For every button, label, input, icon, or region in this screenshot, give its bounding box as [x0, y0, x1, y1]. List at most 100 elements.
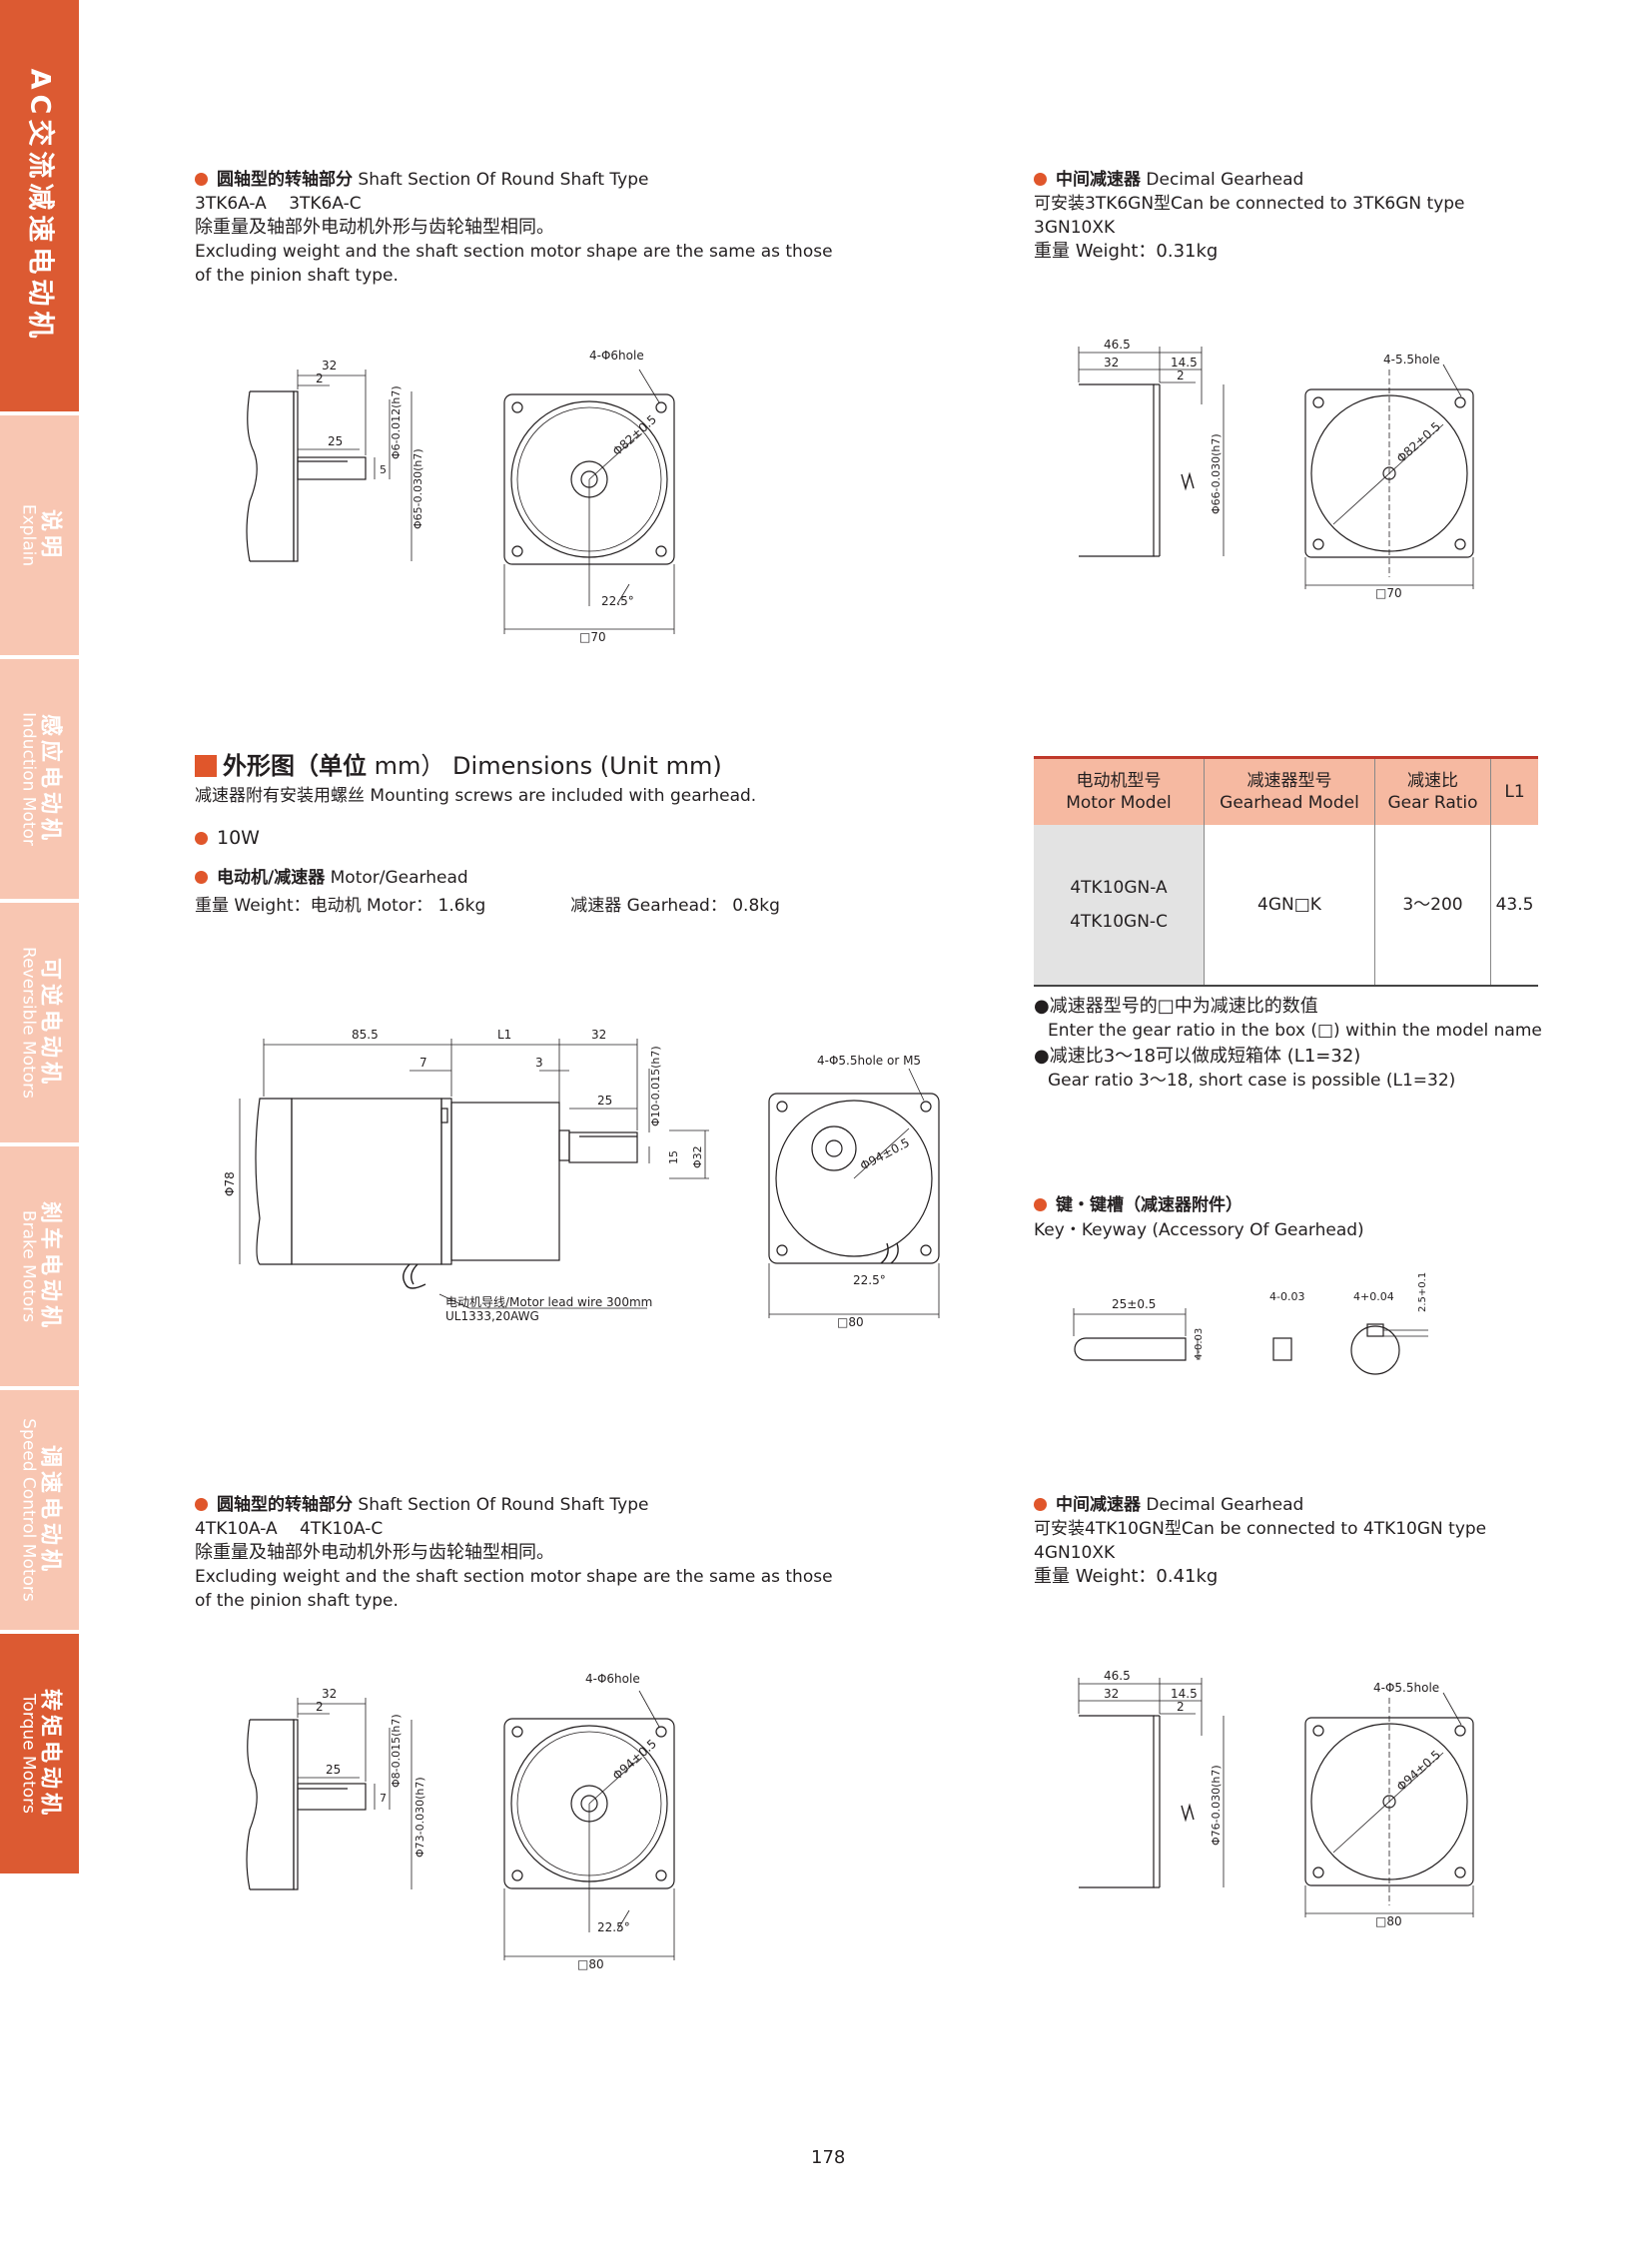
section-title-cn: 圆轴型的转轴部分 — [217, 170, 353, 190]
tab-label-cn: 调速电动机 — [36, 1444, 62, 1575]
desc-en: Excluding weight and the shaft section m… — [195, 242, 833, 262]
desc-en: of the pinion shaft type. — [195, 266, 399, 286]
section-title-en: Decimal Gearhead — [1146, 1495, 1304, 1515]
tab-label-cn: 说明 — [36, 508, 62, 562]
cell-motor-model: 4TK10GN-A 4TK10GN-C — [1034, 825, 1205, 987]
drawing-4tk10-shaft-front: 4-Φ6hole Φ94±0.5 22.5° □80 — [503, 1672, 675, 1971]
drawing-4gn-gearhead-side: 46.5 32 14.5 2 Φ76-0.030(h7) — [1078, 1669, 1225, 1888]
header-en: Motor Model — [1066, 793, 1172, 813]
section-title-cn: 圆轴型的转轴部分 — [217, 1495, 353, 1515]
dim-label: 2 — [1177, 1700, 1185, 1714]
model-text: 4GN10XK — [1034, 1543, 1116, 1563]
page-number: 178 — [811, 2147, 846, 2168]
dim-label: 32 — [1104, 1687, 1119, 1701]
sidebar-main-label: AC交流减速电动机 — [24, 68, 56, 344]
weight-gearhead: 减速器 Gearhead： 0.8kg — [570, 896, 780, 916]
dim-label: Φ73-0.030(h7) — [413, 1777, 426, 1858]
dim-label: 25±0.5 — [1112, 1297, 1156, 1311]
tab-label-en: Torque Motors — [17, 1693, 38, 1814]
dim-label: Φ8-0.015(h7) — [390, 1714, 403, 1788]
tab-label-cn: 刹车电动机 — [36, 1200, 62, 1332]
header-l1: L1 — [1490, 756, 1538, 825]
dim-label: 22.5° — [601, 594, 634, 608]
dim-label: 2 — [316, 372, 324, 385]
header-cn: 电动机型号 — [1076, 770, 1162, 791]
tab-label-en: Explain — [17, 503, 38, 567]
dim-label: 32 — [322, 359, 337, 373]
dim-label: Φ66-0.030(h7) — [1210, 433, 1223, 514]
dim-label: 46.5 — [1104, 338, 1131, 352]
compat-text: 可安装4TK10GN型Can be connected to 4TK10GN t… — [1034, 1519, 1487, 1539]
dim-label: Φ78 — [223, 1171, 237, 1196]
dim-label: Φ32 — [691, 1145, 704, 1168]
compat-text: 可安装3TK6GN型Can be connected to 3TK6GN typ… — [1034, 194, 1465, 214]
bullet-icon — [195, 871, 208, 884]
drawing-3gn-gearhead-side: 46.5 32 14.5 2 Φ66-0.030(h7) — [1078, 338, 1225, 557]
dim-label: Φ82±0.5 — [1394, 419, 1443, 465]
dim-label: 32 — [1104, 356, 1119, 370]
sidebar-tab-ac-motors[interactable]: AC交流减速电动机 — [0, 0, 79, 411]
desc-en: Excluding weight and the shaft section m… — [195, 1567, 833, 1587]
drawing-3tk6-shaft-side: 32 2 25 5 Φ6-0.012(h7) Φ65-0.030(h7) — [246, 359, 424, 562]
dim-label: 22.5° — [597, 1920, 630, 1934]
model-text: 3GN10XK — [1034, 218, 1116, 238]
tab-label-en: Speed Control Motors — [17, 1418, 38, 1602]
section-title-en: Shaft Section Of Round Shaft Type — [358, 170, 649, 190]
tab-label-en: Induction Motor — [17, 712, 38, 846]
section-decimal-gearhead-4gn: 中间减速器 Decimal Gearhead 可安装4TK10GN型Can be… — [1034, 1493, 1486, 1589]
dim-label: 32 — [322, 1687, 337, 1701]
tab-label-en: Brake Motors — [17, 1209, 38, 1323]
motor-model: 4TK10GN-C — [1070, 912, 1168, 932]
dim-label: 7 — [419, 1056, 427, 1070]
bullet-icon — [195, 173, 208, 186]
header-en: Gearhead Model — [1220, 793, 1359, 813]
bullet-icon — [195, 1498, 208, 1511]
section-title-en: Key・Keyway (Accessory Of Gearhead) — [1034, 1220, 1364, 1240]
desc-cn: 除重量及轴部外电动机外形与齿轮轴型相同。 — [195, 217, 554, 238]
cell-l1: 43.5 — [1490, 825, 1538, 987]
dim-label: 4-Φ5.5hole — [1373, 1681, 1439, 1695]
dim-label: 4-5.5hole — [1383, 353, 1440, 367]
dim-label: 4-Φ6hole — [585, 1672, 640, 1686]
section-title-cn: 中间减速器 — [1056, 170, 1141, 190]
page-title-unit: mm） — [374, 752, 445, 780]
dim-label: 85.5 — [352, 1028, 379, 1042]
note-en: Enter the gear ratio in the box (□) with… — [1048, 1021, 1542, 1041]
dim-label: Φ76-0.030(h7) — [1210, 1765, 1223, 1846]
header-cn: L1 — [1504, 781, 1525, 802]
table-notes: ●减速器型号的□中为减速比的数值 Enter the gear ratio in… — [1034, 994, 1542, 1094]
tab-label-cn: 可逆电动机 — [36, 957, 62, 1088]
dim-label: 2 — [316, 1700, 324, 1714]
motor-model: 4TK10GN-A — [1070, 878, 1168, 898]
dim-label: □80 — [1375, 1914, 1402, 1928]
header-cn: 减速器型号 — [1246, 770, 1332, 791]
section-square-icon — [195, 755, 217, 777]
bullet-icon — [195, 832, 208, 845]
drawing-4tk10-shaft-side: 32 2 25 7 Φ8-0.015(h7) Φ73-0.030(h7) — [246, 1687, 426, 1890]
header-cn: 减速比 — [1407, 770, 1458, 791]
dim-label: 4-Φ5.5hole or M5 — [817, 1054, 921, 1068]
weight-motor: 重量 Weight：电动机 Motor： 1.6kg — [195, 896, 486, 916]
subsection-title-cn: 电动机/减速器 — [217, 868, 326, 888]
cell-gear-ratio: 3～200 — [1374, 825, 1491, 987]
dim-label: □70 — [1375, 586, 1402, 600]
tab-label-cn: 转矩电动机 — [36, 1688, 62, 1820]
desc-cn: 除重量及轴部外电动机外形与齿轮轴型相同。 — [195, 1542, 554, 1563]
section-title-cn: 键・键槽（减速器附件） — [1056, 1195, 1242, 1215]
note-en: Gear ratio 3～18, short case is possible … — [1048, 1071, 1456, 1091]
section-decimal-gearhead-3gn: 中间减速器 Decimal Gearhead 可安装3TK6GN型Can be … — [1034, 168, 1465, 264]
weight-text: 重量 Weight：0.41kg — [1034, 1566, 1219, 1587]
dim-label: 22.5° — [853, 1273, 886, 1287]
mounting-note: 减速器附有安装用螺丝 Mounting screws are included … — [195, 786, 757, 806]
